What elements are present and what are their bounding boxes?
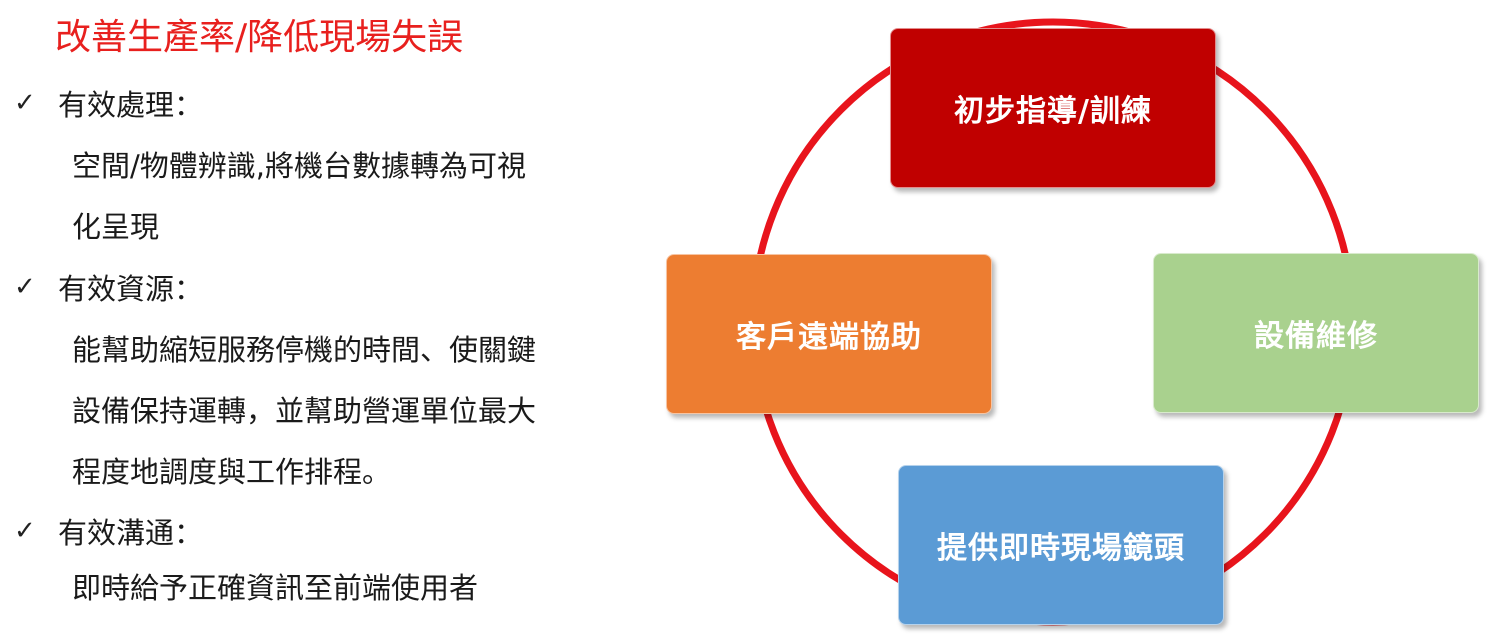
list-item-resources: ✓ 有效資源： [14, 264, 203, 310]
check-icon: ✓ [14, 516, 36, 546]
cycle-diagram: 初步指導/訓練 設備維修 提供即時現場鏡頭 客戶遠端協助 [650, 0, 1489, 642]
description-line: 即時給予正確資訊至前端使用者 [72, 571, 479, 605]
description-line: 程度地調度與工作排程。 [72, 455, 392, 489]
list-item-processing: ✓ 有效處理： [14, 80, 203, 126]
feature-list-panel: 改善生產率/降低現場失誤 ✓ 有效處理： 空間/物體辨識,將機台數據轉為可視 化… [0, 0, 650, 642]
node-equipment-maintenance: 設備維修 [1153, 253, 1479, 413]
item-description: 能幫助縮短服務停機的時間、使關鍵 設備保持運轉，並幫助營運單位最大 程度地調度與… [72, 320, 536, 503]
item-description: 即時給予正確資訊至前端使用者 [72, 558, 478, 619]
check-icon: ✓ [14, 272, 36, 302]
node-live-site-camera: 提供即時現場鏡頭 [898, 465, 1224, 625]
list-item-communication: ✓ 有效溝通： [14, 508, 203, 554]
node-customer-remote-assist: 客戶遠端協助 [666, 254, 992, 414]
node-label: 客戶遠端協助 [736, 320, 922, 355]
description-line: 空間/物體辨識,將機台數據轉為可視 [72, 149, 526, 183]
node-initial-guidance-training: 初步指導/訓練 [890, 28, 1216, 188]
node-label: 設備維修 [1254, 319, 1378, 354]
item-description: 空間/物體辨識,將機台數據轉為可視 化呈現 [72, 136, 526, 258]
description-line: 化呈現 [72, 210, 160, 244]
item-label: 有效處理： [58, 88, 204, 122]
description-line: 設備保持運轉，並幫助營運單位最大 [72, 394, 537, 428]
page-title: 改善生產率/降低現場失誤 [55, 17, 464, 58]
item-label: 有效資源： [58, 272, 204, 306]
node-label: 初步指導/訓練 [954, 94, 1152, 129]
description-line: 能幫助縮短服務停機的時間、使關鍵 [72, 333, 537, 367]
node-label: 提供即時現場鏡頭 [937, 531, 1185, 566]
item-label: 有效溝通： [58, 516, 204, 550]
check-icon: ✓ [14, 88, 36, 118]
